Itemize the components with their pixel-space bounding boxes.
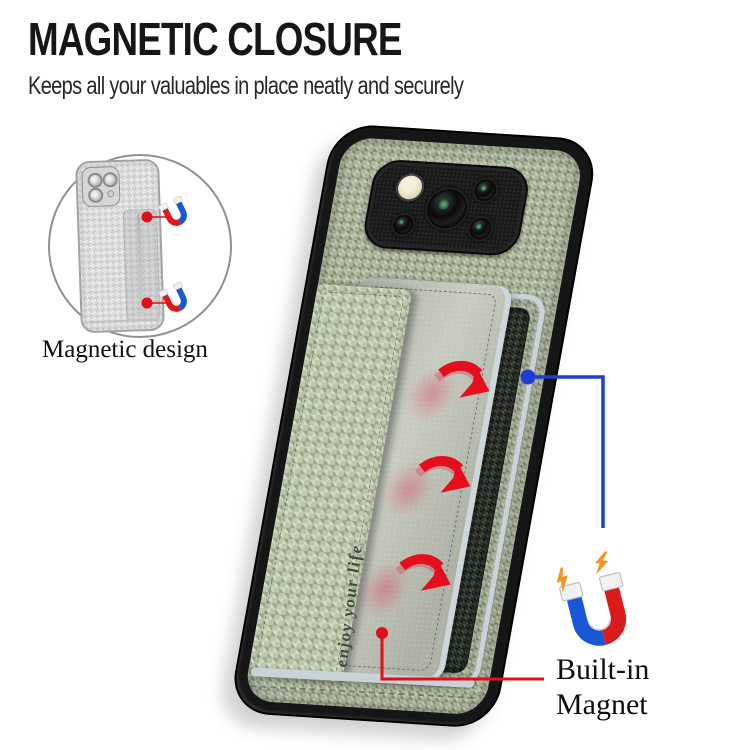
page-subtitle: Keeps all your valuables in place neatly… (28, 72, 464, 100)
camera-lens-icon (87, 187, 104, 204)
builtin-magnet-line1: Built-in (556, 653, 650, 686)
mini-phone-sketch (75, 158, 165, 334)
mini-pocket-seam (88, 318, 159, 324)
builtin-magnet-label: Built-in Magnet (556, 652, 649, 722)
page-title: MAGNETIC CLOSURE (28, 13, 402, 65)
mini-camera-module (81, 165, 121, 208)
camera-flash-icon (107, 190, 115, 198)
camera-lens-icon (87, 172, 103, 189)
pull-out-arrow-icon (414, 456, 471, 493)
pull-out-arrow-icon (395, 554, 451, 591)
pull-out-arrow-icon (434, 360, 490, 398)
phone-case: enjoy your life (227, 123, 600, 730)
inset-label: Magnetic design (42, 336, 208, 363)
camera-lens-icon (102, 172, 118, 188)
builtin-magnet-line2: Magnet (556, 688, 648, 721)
